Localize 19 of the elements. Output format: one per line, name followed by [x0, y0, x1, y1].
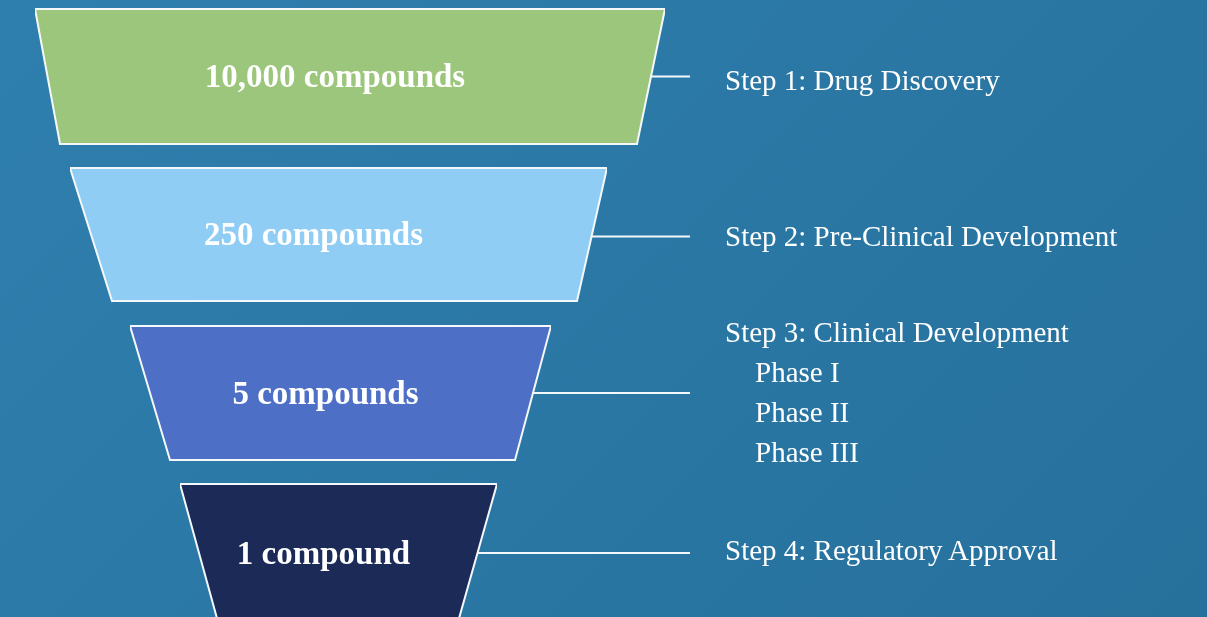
leader-line	[532, 392, 691, 394]
stage-label: 1 compound	[236, 534, 411, 572]
phase-label: Phase I	[754, 355, 841, 390]
phase-label: Phase III	[754, 435, 860, 470]
funnel-stage	[130, 325, 551, 461]
leader-line	[476, 552, 691, 554]
funnel-stage	[70, 167, 607, 302]
stage-label: 10,000 compounds	[204, 58, 466, 95]
step-title: Step 1: Drug Discovery	[725, 63, 1000, 98]
leader-line	[650, 75, 691, 78]
step-title: Step 4: Regulatory Approval	[725, 533, 1058, 568]
funnel-stage	[180, 483, 497, 617]
stage-label: 250 compounds	[203, 216, 424, 253]
funnel-stage	[35, 8, 665, 145]
phase-label: Phase II	[754, 395, 851, 430]
leader-line	[591, 235, 691, 238]
step-title: Step 3: Clinical Development	[725, 315, 1069, 350]
step-title: Step 2: Pre-Clinical Development	[725, 219, 1118, 254]
stage-label: 5 compounds	[232, 374, 419, 412]
